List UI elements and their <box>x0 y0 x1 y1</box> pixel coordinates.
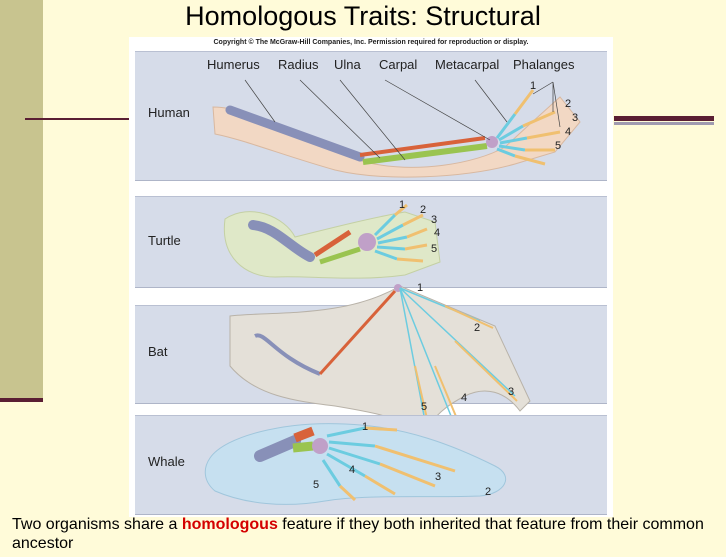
bat-digit-5: 5 <box>421 401 428 413</box>
bat-digit-2: 2 <box>474 322 481 334</box>
title-rule-left <box>25 118 129 120</box>
side-accent-bar <box>0 0 43 400</box>
bat-digit-3: 3 <box>508 386 515 398</box>
side-accent-rule <box>0 398 43 402</box>
animal-label-human: Human <box>148 105 190 120</box>
turtle-digit-1: 1 <box>399 199 406 211</box>
turtle-digit-2: 2 <box>420 204 427 216</box>
bat-digit-1: 1 <box>417 282 424 294</box>
animal-label-whale: Whale <box>148 454 185 469</box>
animal-label-bat: Bat <box>148 344 168 359</box>
turtle-panel: Turtle 1 2 3 4 5 <box>135 196 607 288</box>
turtle-digit-5: 5 <box>431 243 438 255</box>
label-humerus: Humerus <box>207 57 260 72</box>
human-digit-1: 1 <box>530 80 537 92</box>
human-panel: Human Humerus Radius Ulna Carpal Metacar… <box>135 51 607 181</box>
title-rule-right <box>614 116 714 121</box>
turtle-digit-3: 3 <box>431 214 438 226</box>
title-rule-right-shadow <box>614 122 714 125</box>
human-digit-3: 3 <box>572 112 579 124</box>
bat-digit-4: 4 <box>461 392 468 404</box>
label-ulna: Ulna <box>334 57 361 72</box>
slide-caption: Two organisms share a homologous feature… <box>12 515 712 553</box>
copyright-notice: Copyright © The McGraw-Hill Companies, I… <box>213 39 529 46</box>
label-metacarpal: Metacarpal <box>435 57 500 72</box>
bat-panel: Bat 1 2 3 4 5 <box>135 282 607 432</box>
human-digit-4: 4 <box>565 126 572 138</box>
label-radius: Radius <box>278 57 319 72</box>
bat-wing-illustration <box>229 284 531 432</box>
label-phalanges: Phalanges <box>513 57 575 72</box>
whale-digit-1: 1 <box>362 421 369 433</box>
slide-title: Homologous Traits: Structural <box>185 1 541 31</box>
human-arm-illustration <box>212 79 581 178</box>
caption-text-end: feature if they both inherited that feat… <box>12 516 704 552</box>
caption-text-start: Two organisms share a <box>12 516 182 533</box>
animal-label-turtle: Turtle <box>148 233 181 248</box>
homology-figure: Copyright © The McGraw-Hill Companies, I… <box>129 37 613 517</box>
turtle-limb-illustration <box>223 203 441 279</box>
whale-flipper-illustration <box>204 423 507 505</box>
whale-digit-5: 5 <box>313 479 320 491</box>
whale-digit-3: 3 <box>435 471 442 483</box>
whale-digit-2: 2 <box>485 486 492 498</box>
whale-panel: Whale 1 2 3 4 5 <box>135 415 607 515</box>
whale-digit-4: 4 <box>349 464 356 476</box>
human-digit-2: 2 <box>565 98 572 110</box>
human-digit-5: 5 <box>555 140 562 152</box>
label-carpal: Carpal <box>379 57 418 72</box>
turtle-digit-4: 4 <box>434 227 441 239</box>
caption-highlight: homologous <box>181 516 278 533</box>
